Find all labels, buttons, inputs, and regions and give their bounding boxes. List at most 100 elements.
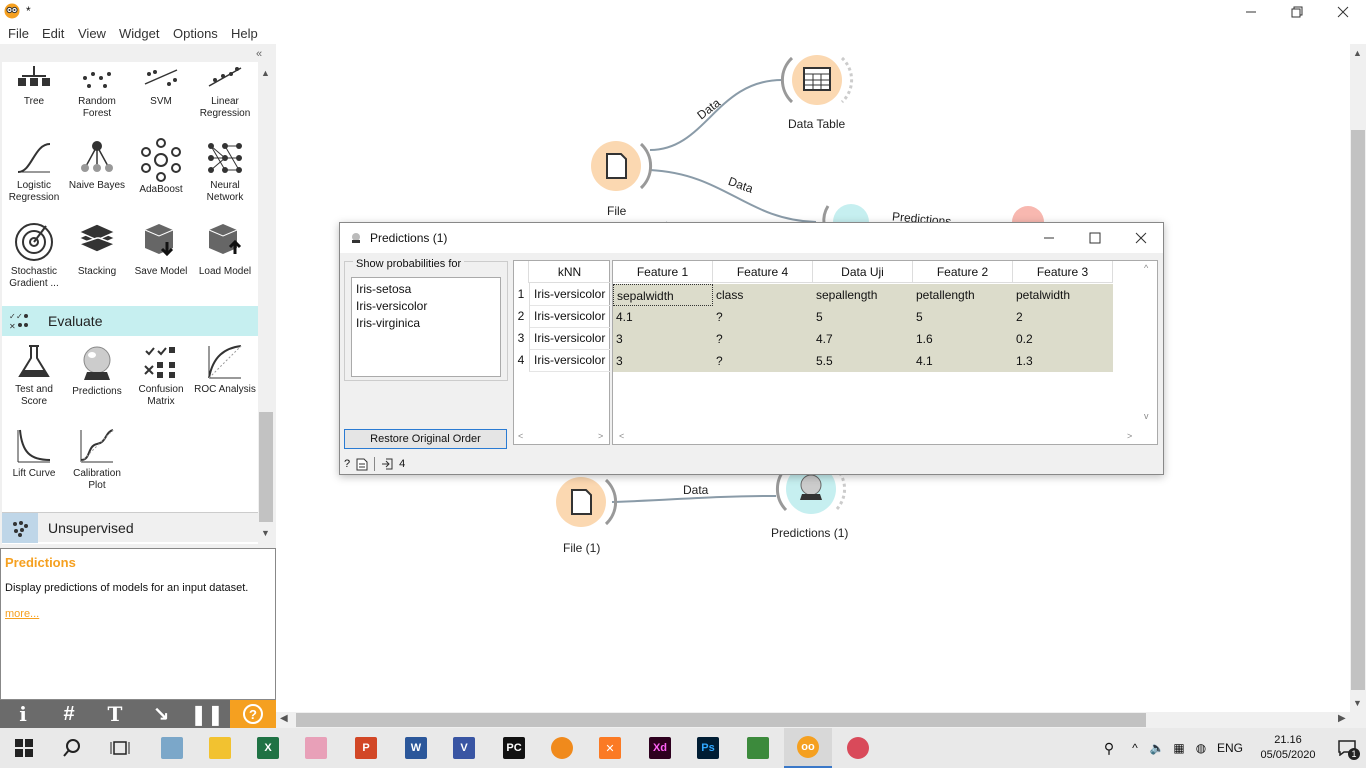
widget-load-model[interactable]: Load Model bbox=[193, 220, 257, 278]
globe-icon[interactable]: ◍ bbox=[1195, 741, 1207, 755]
scroll-thumb[interactable] bbox=[296, 713, 1146, 727]
taskbar-app-orange[interactable]: oo bbox=[784, 728, 832, 768]
restore-button[interactable] bbox=[1274, 0, 1320, 24]
start-button[interactable] bbox=[0, 728, 48, 768]
taskbar-app-xampp[interactable]: ✕ bbox=[586, 728, 634, 768]
canvas-horizontal-scrollbar[interactable]: ◀ ▶ bbox=[276, 712, 1366, 728]
widget-lift-curve[interactable]: Lift Curve bbox=[2, 426, 66, 480]
restore-original-order-button[interactable]: Restore Original Order bbox=[344, 429, 507, 449]
table-cell[interactable]: 4.1 bbox=[913, 350, 1013, 372]
collapse-panel-icon[interactable]: « bbox=[256, 48, 263, 60]
table-cell[interactable]: ? bbox=[713, 306, 813, 328]
taskbar-app-orange-browser[interactable] bbox=[538, 728, 586, 768]
table-cell[interactable]: ? bbox=[713, 328, 813, 350]
taskbar-app-powerpoint[interactable]: P bbox=[342, 728, 390, 768]
chevron-up-icon[interactable]: ^ bbox=[1132, 741, 1138, 755]
widget-save-model[interactable]: Save Model bbox=[129, 220, 193, 278]
taskbar-app-explorer[interactable] bbox=[196, 728, 244, 768]
class-list[interactable]: Iris-setosa Iris-versicolor Iris-virgini… bbox=[351, 277, 501, 377]
taskbar-app-visio[interactable]: V bbox=[440, 728, 488, 768]
table-cell[interactable]: class bbox=[713, 284, 813, 306]
network-icon[interactable]: ▦ bbox=[1173, 741, 1185, 755]
column-header[interactable]: Feature 2 bbox=[913, 261, 1013, 283]
scroll-left-icon[interactable]: < bbox=[619, 431, 625, 441]
table-cell[interactable]: 3 bbox=[613, 350, 713, 372]
clock[interactable]: 21.16 05/05/2020 bbox=[1248, 733, 1328, 763]
class-item[interactable]: Iris-versicolor bbox=[356, 299, 428, 313]
menu-edit[interactable]: Edit bbox=[42, 26, 65, 41]
category-unsupervised[interactable]: Unsupervised bbox=[2, 512, 258, 543]
volume-icon[interactable]: 🔈 bbox=[1149, 741, 1165, 755]
widget-stochastic-gradient[interactable]: Stochastic Gradient ... bbox=[2, 220, 66, 290]
table-cell[interactable]: 5 bbox=[913, 306, 1013, 328]
widget-logistic-regression[interactable]: Logistic Regression bbox=[2, 138, 66, 204]
more-link[interactable]: more... bbox=[5, 608, 40, 620]
table-cell[interactable]: sepalwidth bbox=[613, 284, 713, 306]
taskbar-app-chart[interactable] bbox=[734, 728, 782, 768]
scroll-right-icon[interactable]: > bbox=[1127, 431, 1133, 441]
scroll-up-icon[interactable]: ▲ bbox=[1353, 48, 1362, 58]
taskbar-app-adobe-xd[interactable]: Xd bbox=[636, 728, 684, 768]
column-header[interactable]: Feature 4 bbox=[713, 261, 813, 283]
scroll-right-icon[interactable]: > bbox=[598, 431, 604, 441]
menu-help[interactable]: Help bbox=[231, 26, 258, 41]
taskbar-app-layers[interactable] bbox=[292, 728, 340, 768]
task-view-button[interactable] bbox=[96, 728, 144, 768]
scroll-right-icon[interactable]: ▶ bbox=[1338, 713, 1346, 724]
table-cell[interactable]: 0.2 bbox=[1013, 328, 1113, 350]
column-header[interactable]: Feature 1 bbox=[613, 261, 713, 283]
widget-stacking[interactable]: Stacking bbox=[65, 220, 129, 278]
column-header[interactable]: Data Uji bbox=[813, 261, 913, 283]
scroll-down-icon[interactable]: v bbox=[1144, 411, 1149, 421]
table-cell[interactable]: 4.7 bbox=[813, 328, 913, 350]
widget-neural-network[interactable]: Neural Network bbox=[193, 138, 257, 204]
table-cell[interactable]: 5 bbox=[813, 306, 913, 328]
arrow-annotation-button[interactable]: ↘ bbox=[138, 700, 184, 728]
grid-button[interactable]: # bbox=[46, 700, 92, 728]
table-cell[interactable]: 4.1 bbox=[613, 306, 713, 328]
people-icon[interactable]: ⚲ bbox=[1103, 739, 1115, 756]
toolbox-scrollbar[interactable]: ▲ ▼ bbox=[258, 62, 274, 544]
close-button[interactable] bbox=[1320, 0, 1366, 24]
help-icon[interactable]: ? bbox=[344, 458, 351, 470]
text-annotation-button[interactable]: T bbox=[92, 700, 138, 728]
widget-linear-regression[interactable]: Linear Regression bbox=[193, 64, 257, 120]
widget-adaboost[interactable]: AdaBoost bbox=[129, 138, 193, 196]
dialog-close-button[interactable] bbox=[1118, 223, 1164, 253]
scroll-left-icon[interactable]: ◀ bbox=[280, 713, 288, 724]
widget-predictions[interactable]: Predictions bbox=[65, 342, 129, 398]
class-item[interactable]: Iris-setosa bbox=[356, 282, 412, 296]
knn-column-header[interactable]: kNN bbox=[528, 261, 610, 283]
widget-naive-bayes[interactable]: Naive Bayes bbox=[65, 138, 129, 192]
widget-random-forest[interactable]: Random Forest bbox=[65, 64, 129, 120]
table-cell[interactable]: petallength bbox=[913, 284, 1013, 306]
taskbar-app-pycharm[interactable]: PC bbox=[490, 728, 538, 768]
table-cell[interactable]: petalwidth bbox=[1013, 284, 1113, 306]
info-button[interactable]: i bbox=[0, 700, 46, 728]
menu-view[interactable]: View bbox=[78, 26, 106, 41]
menu-options[interactable]: Options bbox=[173, 26, 218, 41]
scroll-up-icon[interactable]: ^ bbox=[1144, 263, 1149, 273]
widget-roc-analysis[interactable]: ROC Analysis bbox=[193, 342, 257, 396]
column-header[interactable]: Feature 3 bbox=[1013, 261, 1113, 283]
scroll-down-icon[interactable]: ▼ bbox=[1353, 698, 1362, 708]
scroll-thumb[interactable] bbox=[259, 412, 273, 522]
widget-test-and-score[interactable]: Test and Score bbox=[2, 342, 66, 408]
scroll-down-icon[interactable]: ▼ bbox=[261, 528, 270, 538]
canvas-vertical-scrollbar[interactable]: ▲ ▼ bbox=[1350, 44, 1366, 712]
pause-button[interactable]: ❚❚ bbox=[184, 700, 230, 728]
taskbar-app-photoshop[interactable]: Ps bbox=[684, 728, 732, 768]
search-button[interactable] bbox=[48, 728, 96, 768]
scroll-left-icon[interactable]: < bbox=[518, 431, 524, 441]
taskbar-app-excel[interactable]: X bbox=[244, 728, 292, 768]
taskbar-app-snipping[interactable] bbox=[834, 728, 882, 768]
table-cell[interactable]: ? bbox=[713, 350, 813, 372]
widget-tree[interactable]: Tree bbox=[2, 64, 66, 108]
minimize-button[interactable] bbox=[1228, 0, 1274, 24]
table-cell[interactable]: sepallength bbox=[813, 284, 913, 306]
table-cell[interactable]: 3 bbox=[613, 328, 713, 350]
taskbar-app-monitor[interactable] bbox=[148, 728, 196, 768]
